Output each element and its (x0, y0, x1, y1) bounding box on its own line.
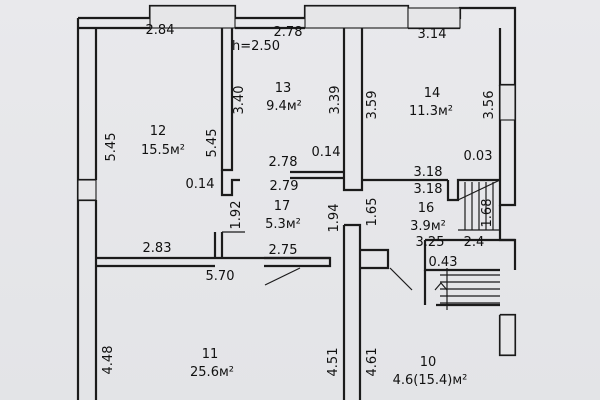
dim-label: 2.4 (464, 235, 485, 250)
interior-walls (96, 28, 515, 400)
room-labels: 12 15.5м² 13 9.4м² 14 11.3м² 17 5.3м² 16… (141, 39, 467, 388)
dim-label: 1.92 (229, 201, 244, 230)
dim-label: 5.45 (104, 133, 119, 162)
room-14-number: 14 (424, 86, 441, 101)
window-left (77, 179, 97, 201)
window-right-lower (499, 314, 516, 356)
dim-label: 2.83 (143, 241, 172, 256)
outer-walls (76, 4, 517, 400)
dim-label: 2.78 (269, 155, 298, 170)
dim-label: 3.18 (414, 182, 443, 197)
window-top-middle (304, 5, 409, 29)
dim-label: 3.39 (328, 86, 343, 115)
dim-label: 0.03 (464, 149, 493, 164)
dim-label: 1.65 (365, 198, 380, 227)
dim-label: 5.45 (205, 129, 220, 158)
dim-label: 0.14 (312, 145, 341, 160)
room-17-number: 17 (274, 199, 291, 214)
window-top-right (407, 7, 461, 29)
room-14-area: 11.3м² (409, 104, 453, 119)
dimension-labels: 2.84 2.78 3.14 3.40 3.39 3.59 3.56 5.45 … (101, 23, 497, 376)
dim-label: 1.94 (327, 204, 342, 233)
dim-label: 2.79 (270, 179, 299, 194)
dim-label: 4.61 (365, 348, 380, 377)
room-17-area: 5.3м² (265, 217, 301, 232)
room-11-number: 11 (202, 347, 219, 362)
room-16-number: 16 (418, 201, 435, 216)
dim-label: 3.40 (232, 86, 247, 115)
room-13-number: 13 (275, 81, 292, 96)
dim-label: 4.51 (326, 348, 341, 377)
room-10-number: 10 (420, 355, 437, 370)
dim-label: 3.18 (414, 165, 443, 180)
dim-label: 4.48 (101, 346, 116, 375)
dim-label: 2.75 (269, 243, 298, 258)
dim-label: 5.70 (206, 269, 235, 284)
windows (77, 5, 516, 356)
window-top-left (149, 5, 236, 29)
dim-label: 3.14 (418, 27, 447, 42)
dim-label: 3.25 (416, 235, 445, 250)
room-10-area: 4.6(15.4)м² (393, 373, 468, 388)
window-right-upper (499, 84, 516, 121)
staircase (434, 179, 501, 310)
room-12-number: 12 (150, 124, 167, 139)
room-11-area: 25.6м² (190, 365, 234, 380)
dim-label: 3.59 (365, 91, 380, 120)
dim-label: 3.56 (482, 91, 497, 120)
dim-label: 0.14 (186, 177, 215, 192)
dim-label: 2.78 (274, 25, 303, 40)
room-13-area: 9.4м² (266, 99, 302, 114)
room-12-area: 15.5м² (141, 143, 185, 158)
room-16-area: 3.9м² (410, 219, 446, 234)
dim-label: 0.43 (429, 255, 458, 270)
dim-label: 1.68 (480, 199, 495, 228)
dim-label: 2.84 (146, 23, 175, 38)
door-swings (222, 231, 413, 291)
ceiling-height-note: h=2.50 (232, 39, 280, 54)
